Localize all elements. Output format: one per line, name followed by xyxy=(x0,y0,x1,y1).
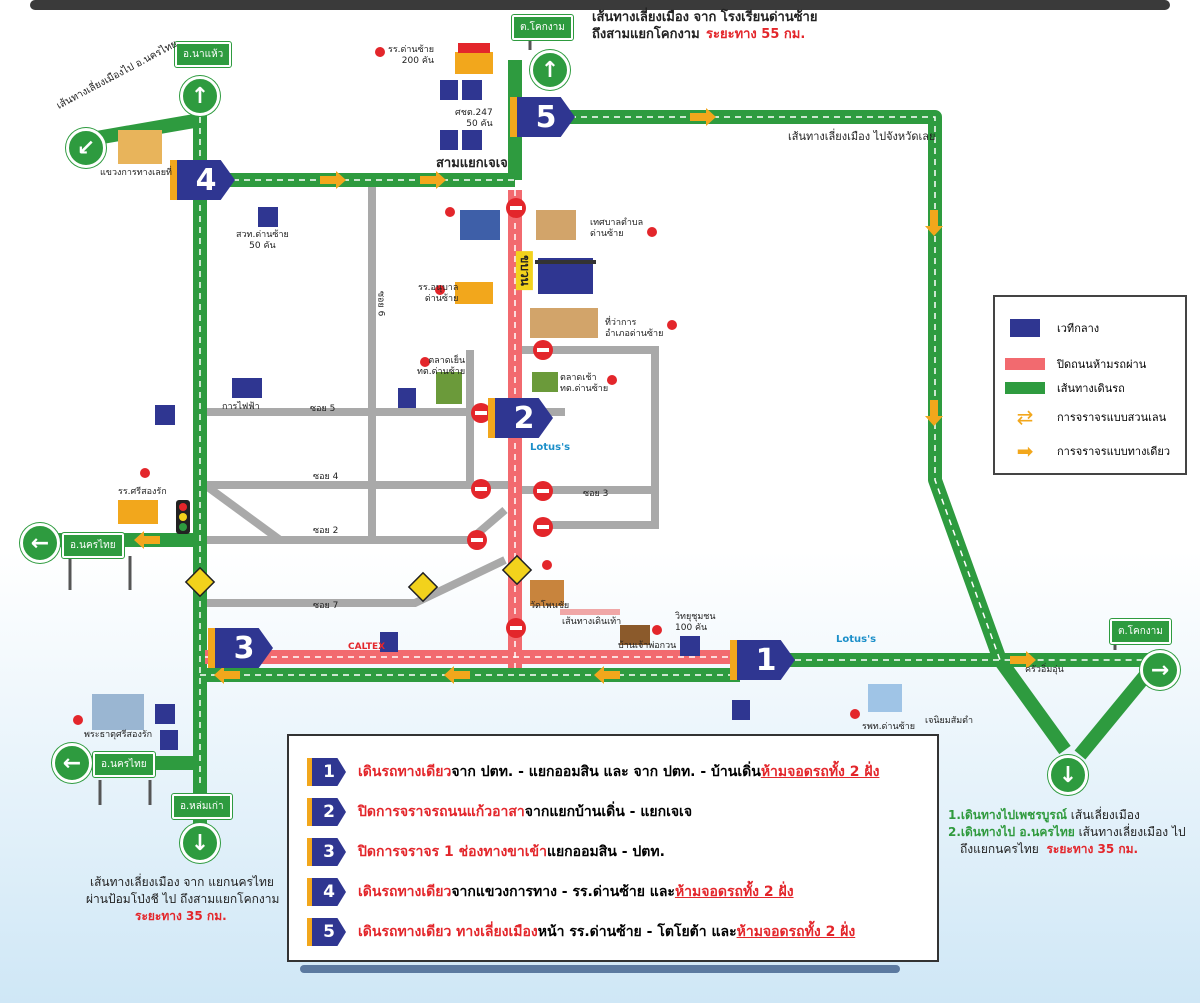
badge-4: 4 xyxy=(170,160,235,200)
label-soi2: ซอย 2 xyxy=(313,526,339,536)
sign-nakhonthai-mid: อ.นครไทย xyxy=(61,532,125,559)
stupa-icon xyxy=(92,694,144,730)
note-right-line2: 2.เดินทางไป อ.นครไทย เส้นทางเลี่ยงเมือง … xyxy=(948,825,1186,839)
hospital-icon xyxy=(868,684,902,712)
header-note-line2: ถึงสามแยกโคกงาม xyxy=(592,27,700,42)
police-icon xyxy=(460,210,500,240)
warning-sign-icons xyxy=(184,554,533,603)
label-power: การไฟฟ้า xyxy=(222,402,260,412)
badge-3: 3 xyxy=(208,628,273,668)
note-bl-distance: ระยะทาง 35 กม. xyxy=(135,909,227,923)
legend-one-way: ➡ การจราจรแบบทางเดียว xyxy=(1005,439,1170,463)
sriserng-school-icon xyxy=(118,500,158,524)
label-walkway: เส้นทางเดินเท้า xyxy=(562,617,622,627)
arrow-up-icon: ↑ xyxy=(530,50,570,90)
label-lotus-right: Lotus's xyxy=(836,634,877,645)
school-icon xyxy=(455,52,493,74)
factory-icon xyxy=(232,378,262,398)
label-district-office: ที่ว่าการ อำเภอด่านซ้าย xyxy=(605,318,664,340)
label-radio: วิทยุชุมชน 100 คัน xyxy=(675,612,716,634)
one-way-arrow-icon: ➡ xyxy=(1016,439,1034,463)
arrow-down-left-icon: ↙ xyxy=(66,128,106,168)
label-soc247: ศชต.247 50 คัน xyxy=(455,108,493,130)
label-hospital: รพท.ด่านซ้าย xyxy=(862,722,916,732)
note-bl-line1: เส้นทางเลี่ยงเมือง จาก แยกนครไทย xyxy=(90,875,274,889)
label-lotus-center: Lotus's xyxy=(530,442,571,453)
label-highway-office: แขวงการทางเลยที่ xyxy=(100,168,172,178)
label-stage-parade: ขบวน xyxy=(515,251,533,290)
parking-icons xyxy=(155,80,700,724)
sign-lomkao: อ.หล่มเก่า xyxy=(171,793,233,820)
label-morning-market: ตลาดเช้า ทต.ด่านซ้าย xyxy=(560,373,609,395)
direction-arrows xyxy=(134,108,1036,684)
legend: เวทีกลาง ปิดถนนห้ามรถผ่าน เส้นทางเดินรถ … xyxy=(993,295,1187,475)
badge-5: 5 xyxy=(510,97,575,137)
sign-kokngam-right: ต.โคกงาม xyxy=(1109,618,1172,645)
instruction-1: 1 เดินรถทางเดียว จาก ปตท. - แยกออมสิน แล… xyxy=(307,758,879,786)
stage-icon xyxy=(1010,319,1040,337)
legend-stage: เวทีกลาง xyxy=(1005,319,1099,337)
note-bl-line2: ผ่านป้อมโป่งชี ไป ถึงสามแยกโคกงาม xyxy=(86,892,280,906)
arrow-left-icon: ← xyxy=(52,743,92,783)
sign-kokngam-top: ต.โคกงาม xyxy=(511,14,574,41)
instruction-box: 1 เดินรถทางเดียว จาก ปตท. - แยกออมสิน แล… xyxy=(287,734,939,962)
label-jeniyom: เจนิยมสัมตำ xyxy=(925,716,974,726)
header-note-distance: ระยะทาง 55 กม. xyxy=(706,27,806,42)
instruction-4: 4 เดินรถทางเดียว จากแขวงการทาง - รร.ด่าน… xyxy=(307,878,794,906)
label-school-top: รร.ด่านซ้าย 200 คัน xyxy=(388,45,435,67)
arrow-right-icon: → xyxy=(1140,650,1180,690)
legend-closed: ปิดถนนห้ามรถผ่าน xyxy=(1005,355,1146,373)
label-chao-pho: บ้านเจ้าพ่อกวน xyxy=(618,641,677,651)
label-bypass-loei: เส้นทางเลี่ยงเมือง ไปจังหวัดเลย xyxy=(788,130,936,143)
arrow-left-icon: ← xyxy=(20,523,60,563)
label-soi6: ซอย 6 xyxy=(375,290,386,317)
label-sawatho: สวท.ด่านซ้าย 50 คัน xyxy=(236,230,289,252)
sign-nakhonthai-low: อ.นครไทย xyxy=(92,751,156,778)
highway-office-icon xyxy=(118,130,162,164)
location-pin-icons xyxy=(73,47,860,725)
legend-route: เส้นทางเดินรถ xyxy=(1005,379,1125,397)
label-caltex: CALTEX xyxy=(348,642,386,652)
arrow-down-icon: ↓ xyxy=(180,823,220,863)
label-soi5: ซอย 5 xyxy=(310,404,336,414)
instruction-5: 5 เดินรถทางเดียว ทางเลี่ยงเมือง หน้า รร.… xyxy=(307,918,855,946)
instruction-3: 3 ปิดการจราจร 1 ช่องทางขาเข้า แยกออมสิน … xyxy=(307,838,665,866)
legend-two-way: ⇄ การจราจรแบบสวนเลน xyxy=(1005,405,1167,429)
header-note-line1: เส้นทางเลี่ยงเมือง จาก โรงเรียนด่านซ้าย xyxy=(592,10,818,25)
sign-posts xyxy=(68,36,1117,805)
top-bar xyxy=(30,0,1170,10)
label-stupa: พระธาตุศรีสองรัก xyxy=(84,730,153,740)
label-sriserng: รร.ศรีสองรัก xyxy=(118,487,167,497)
label-junction: สามแยกเจเจ xyxy=(436,156,508,171)
morning-market-icon xyxy=(532,372,558,392)
note-right-line3: ถึงแยกนครไทย ระยะทาง 35 กม. xyxy=(960,842,1139,856)
instruction-2: 2 ปิดการจราจรถนนแก้วอาสา จากแยกบ้านเดิ่น… xyxy=(307,798,692,826)
label-soi3: ซอย 3 xyxy=(583,489,609,499)
label-evening-market: ตลาดเย็น ทต.ด่านซ้าย xyxy=(417,356,466,378)
badge-2: 2 xyxy=(488,398,553,438)
label-municipality: เทศบาลตำบล ด่านซ้าย xyxy=(590,218,644,240)
arrow-up-icon: ↑ xyxy=(180,76,220,116)
no-entry-icons xyxy=(467,198,553,638)
district-office-icon xyxy=(530,308,598,338)
bottom-bar xyxy=(300,965,900,973)
side-roads xyxy=(202,185,659,607)
label-soi4: ซอย 4 xyxy=(313,472,339,482)
two-way-arrow-icon: ⇄ xyxy=(1016,405,1034,429)
toilet-icons xyxy=(160,80,750,750)
kindergarten-icon xyxy=(455,282,493,304)
shrine-icon xyxy=(620,625,650,645)
note-right-line1: 1.เดินทางไปเพชรบูรณ์ เส้นเลี่ยงเมือง xyxy=(948,808,1140,822)
badge-1: 1 xyxy=(730,640,795,680)
temple-icon xyxy=(530,580,564,606)
market-icon xyxy=(436,372,462,404)
sign-nahaew: อ.นาแห้ว xyxy=(173,41,233,68)
label-temple: วัดโพนชัย xyxy=(530,601,570,611)
label-kitchen: ครัวอิ่มอุ่น xyxy=(1025,665,1064,675)
arrow-down-icon: ↓ xyxy=(1048,755,1088,795)
municipality-icon xyxy=(536,210,576,240)
label-soi7: ซอย 7 xyxy=(313,601,339,611)
label-kindergarten: รร.อนุบาล ด่านซ้าย xyxy=(418,283,459,305)
